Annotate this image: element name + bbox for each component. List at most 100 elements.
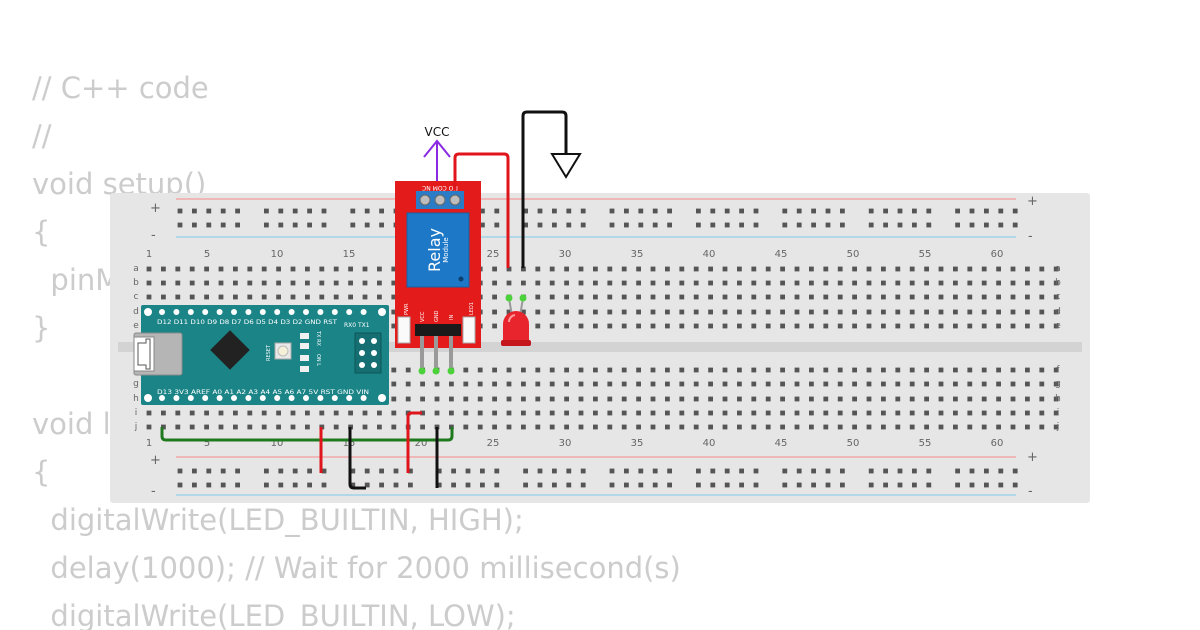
breadboard-hole[interactable] bbox=[261, 410, 267, 416]
breadboard-hole[interactable] bbox=[204, 294, 209, 300]
breadboard-hole[interactable] bbox=[449, 396, 454, 402]
breadboard-hole[interactable] bbox=[593, 381, 598, 387]
breadboard-hole[interactable] bbox=[494, 208, 500, 214]
breadboard-hole[interactable] bbox=[364, 222, 370, 228]
breadboard-hole[interactable] bbox=[506, 424, 512, 430]
breadboard-hole[interactable] bbox=[969, 222, 975, 228]
breadboard-hole[interactable] bbox=[521, 367, 526, 373]
breadboard-hole[interactable] bbox=[881, 294, 886, 300]
breadboard-hole[interactable] bbox=[794, 381, 800, 387]
breadboard-hole[interactable] bbox=[953, 294, 958, 300]
breadboard-hole[interactable] bbox=[981, 309, 987, 315]
breadboard-hole[interactable] bbox=[566, 222, 572, 228]
breadboard-hole[interactable] bbox=[881, 396, 886, 402]
breadboard-hole[interactable] bbox=[739, 208, 744, 214]
breadboard-hole[interactable] bbox=[220, 208, 226, 214]
breadboard-hole[interactable] bbox=[868, 208, 874, 214]
breadboard-hole[interactable] bbox=[146, 424, 152, 430]
breadboard-hole[interactable] bbox=[607, 266, 613, 272]
breadboard-hole[interactable] bbox=[665, 280, 670, 286]
breadboard-hole[interactable] bbox=[823, 323, 829, 329]
breadboard-hole[interactable] bbox=[436, 468, 442, 474]
breadboard-hole[interactable] bbox=[650, 280, 656, 286]
breadboard-hole[interactable] bbox=[146, 280, 152, 286]
breadboard-hole[interactable] bbox=[823, 309, 829, 315]
breadboard-hole[interactable] bbox=[794, 280, 800, 286]
breadboard-hole[interactable] bbox=[523, 468, 528, 474]
breadboard-hole[interactable] bbox=[624, 208, 629, 214]
breadboard-hole[interactable] bbox=[809, 294, 814, 300]
breadboard-hole[interactable] bbox=[924, 294, 929, 300]
breadboard-hole[interactable] bbox=[420, 424, 425, 430]
breadboard-hole[interactable] bbox=[636, 294, 641, 300]
breadboard-hole[interactable] bbox=[868, 468, 874, 474]
breadboard-hole[interactable] bbox=[391, 410, 397, 416]
breadboard-hole[interactable] bbox=[192, 208, 197, 214]
breadboard-hole[interactable] bbox=[667, 222, 672, 228]
breadboard-hole[interactable] bbox=[564, 266, 569, 272]
breadboard-hole[interactable] bbox=[408, 482, 413, 488]
breadboard-hole[interactable] bbox=[909, 410, 915, 416]
breadboard-hole[interactable] bbox=[220, 222, 226, 228]
breadboard-hole[interactable] bbox=[578, 323, 584, 329]
breadboard-hole[interactable] bbox=[537, 468, 543, 474]
breadboard-hole[interactable] bbox=[492, 309, 497, 315]
breadboard-hole[interactable] bbox=[580, 222, 586, 228]
breadboard-hole[interactable] bbox=[984, 468, 989, 474]
breadboard-hole[interactable] bbox=[737, 323, 742, 329]
breadboard-hole[interactable] bbox=[549, 266, 555, 272]
breadboard-hole[interactable] bbox=[477, 410, 483, 416]
breadboard-hole[interactable] bbox=[465, 468, 471, 474]
breadboard-hole[interactable] bbox=[868, 222, 874, 228]
breadboard-hole[interactable] bbox=[420, 396, 425, 402]
breadboard-hole[interactable] bbox=[492, 424, 497, 430]
breadboard-hole[interactable] bbox=[852, 266, 857, 272]
breadboard-hole[interactable] bbox=[926, 222, 932, 228]
breadboard-hole[interactable] bbox=[391, 424, 397, 430]
breadboard-hole[interactable] bbox=[708, 424, 713, 430]
breadboard-hole[interactable] bbox=[981, 294, 987, 300]
breadboard-hole[interactable] bbox=[1012, 482, 1018, 488]
breadboard-hole[interactable] bbox=[636, 309, 641, 315]
breadboard-hole[interactable] bbox=[377, 266, 382, 272]
breadboard-hole[interactable] bbox=[794, 367, 800, 373]
breadboard-hole[interactable] bbox=[665, 367, 670, 373]
breadboard-hole[interactable] bbox=[305, 424, 310, 430]
breadboard-hole[interactable] bbox=[636, 396, 641, 402]
breadboard-hole[interactable] bbox=[765, 367, 771, 373]
breadboard-hole[interactable] bbox=[621, 280, 627, 286]
reset-button[interactable] bbox=[277, 345, 289, 357]
breadboard-hole[interactable] bbox=[391, 381, 397, 387]
breadboard-hole[interactable] bbox=[1010, 280, 1016, 286]
breadboard-hole[interactable] bbox=[521, 410, 526, 416]
breadboard-hole[interactable] bbox=[737, 367, 742, 373]
breadboard-hole[interactable] bbox=[840, 208, 845, 214]
breadboard-hole[interactable] bbox=[652, 222, 658, 228]
breadboard-hole[interactable] bbox=[321, 468, 327, 474]
breadboard-hole[interactable] bbox=[765, 309, 771, 315]
breadboard-hole[interactable] bbox=[751, 396, 757, 402]
breadboard-hole[interactable] bbox=[638, 222, 644, 228]
breadboard-hole[interactable] bbox=[321, 222, 327, 228]
breadboard-hole[interactable] bbox=[638, 208, 644, 214]
breadboard-hole[interactable] bbox=[307, 222, 312, 228]
breadboard-hole[interactable] bbox=[809, 367, 814, 373]
breadboard-hole[interactable] bbox=[593, 410, 598, 416]
breadboard-hole[interactable] bbox=[463, 396, 469, 402]
breadboard-hole[interactable] bbox=[881, 309, 886, 315]
breadboard-hole[interactable] bbox=[693, 294, 699, 300]
breadboard-hole[interactable] bbox=[780, 266, 785, 272]
breadboard-hole[interactable] bbox=[1053, 309, 1059, 315]
breadboard-hole[interactable] bbox=[233, 280, 238, 286]
breadboard-hole[interactable] bbox=[665, 294, 670, 300]
breadboard-hole[interactable] bbox=[206, 222, 212, 228]
breadboard-hole[interactable] bbox=[161, 294, 166, 300]
breadboard-hole[interactable] bbox=[825, 208, 831, 214]
breadboard-hole[interactable] bbox=[204, 280, 209, 286]
breadboard-hole[interactable] bbox=[521, 309, 526, 315]
breadboard-hole[interactable] bbox=[146, 410, 152, 416]
breadboard-hole[interactable] bbox=[161, 266, 166, 272]
breadboard-hole[interactable] bbox=[679, 280, 685, 286]
breadboard-hole[interactable] bbox=[751, 424, 757, 430]
breadboard-hole[interactable] bbox=[909, 309, 915, 315]
